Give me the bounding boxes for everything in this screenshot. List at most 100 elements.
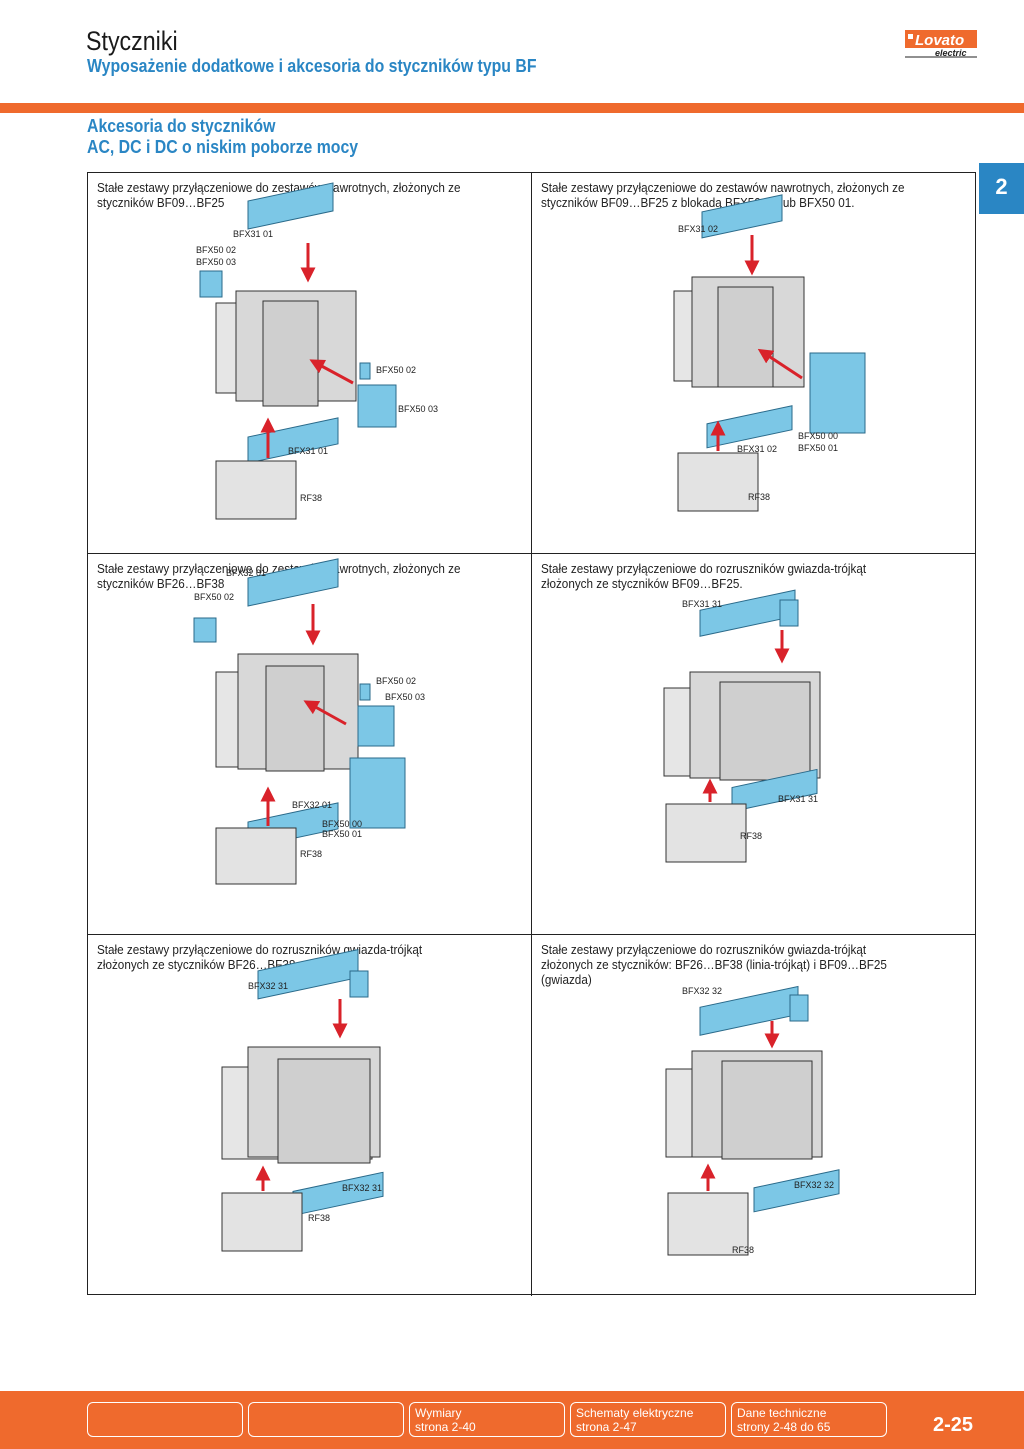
arrow-mark bbox=[303, 700, 347, 726]
label-bottom: BFX31 01 bbox=[288, 446, 328, 456]
interlock-clip bbox=[359, 683, 371, 701]
svg-text:electric: electric bbox=[935, 48, 967, 58]
interlock-block bbox=[349, 757, 406, 829]
footer-link-dimensions[interactable]: Wymiary strona 2-40 bbox=[409, 1402, 565, 1437]
label-left-2: BFX50 03 bbox=[196, 257, 236, 267]
connection-bar-top bbox=[257, 949, 359, 1000]
page-number: 2-25 bbox=[933, 1414, 974, 1436]
grid-cell-2: Stałe zestawy przyłączeniowe do zestawów… bbox=[532, 173, 976, 554]
label-relay: RF38 bbox=[300, 493, 322, 503]
contactor-block bbox=[719, 681, 811, 781]
cell-caption: Stałe zestawy przyłączeniowe do rozruszn… bbox=[541, 561, 867, 591]
interlock-bracket bbox=[193, 617, 217, 643]
grid-cell-3: Stałe zestawy przyłączeniowe do zestawów… bbox=[88, 554, 532, 935]
page-title: Styczniki bbox=[86, 26, 178, 56]
overload-relay bbox=[667, 1192, 749, 1256]
connection-bar-top bbox=[247, 558, 339, 607]
label-left-1: BFX50 02 bbox=[194, 592, 234, 602]
lovato-logo: Lovato electric bbox=[905, 30, 977, 58]
footer-link-title: Wymiary bbox=[415, 1406, 462, 1420]
overload-relay bbox=[665, 803, 747, 863]
connection-bar-bottom bbox=[292, 1171, 384, 1217]
bridge-link bbox=[779, 599, 799, 627]
label-relay: RF38 bbox=[748, 492, 770, 502]
label-top: BFX31 02 bbox=[678, 224, 718, 234]
mechanical-interlock bbox=[357, 384, 397, 428]
reversing-kit-illustration: BFX31 01 BFX50 02 BFX50 03 BFX50 02 BFX5… bbox=[196, 182, 438, 520]
cell-caption: Stałe zestawy przyłączeniowe do zestawów… bbox=[97, 180, 461, 210]
grid-cell-6: Stałe zestawy przyłączeniowe do rozruszn… bbox=[532, 935, 976, 1296]
connection-bar-top bbox=[247, 182, 334, 230]
label-top: BFX32 32 bbox=[682, 986, 722, 996]
grid-cell-4: Stałe zestawy przyłączeniowe do rozruszn… bbox=[532, 554, 976, 935]
svg-text:Lovato: Lovato bbox=[915, 32, 964, 49]
label-left-1: BFX50 02 bbox=[196, 245, 236, 255]
interlock-bracket bbox=[199, 270, 223, 298]
footer-link-wiring-diagrams[interactable]: Schematy elektryczne strona 2-47 bbox=[570, 1402, 726, 1437]
grid-cell-5: Stałe zestawy przyłączeniowe do rozruszn… bbox=[88, 935, 532, 1296]
reversing-kit-with-interlock-illustration: BFX31 02 BFX31 02 BFX50 00 BFX50 01 RF38 bbox=[673, 194, 866, 512]
footer-link-empty-1[interactable] bbox=[87, 1402, 243, 1437]
contactor-block bbox=[265, 665, 325, 772]
interlock-block bbox=[809, 352, 866, 434]
reversing-kit-large-illustration: BFX32 01 BFX50 02 BFX50 02 BFX50 03 BFX3… bbox=[193, 558, 425, 885]
bridge-link bbox=[349, 970, 369, 998]
connection-bar-bottom bbox=[247, 417, 339, 464]
label-relay: RF38 bbox=[300, 849, 322, 859]
label-side-2: BFX50 03 bbox=[398, 404, 438, 414]
label-top: BFX31 31 bbox=[682, 599, 722, 609]
star-delta-kit-illustration: BFX31 31 BFX31 31 RF38 bbox=[663, 589, 821, 863]
connection-bar-top bbox=[701, 194, 783, 239]
label-relay: RF38 bbox=[732, 1245, 754, 1255]
arrow-mark bbox=[309, 359, 354, 385]
contactor-block bbox=[262, 300, 319, 407]
section-heading-line-2: AC, DC i DC o niskim poborze mocy bbox=[87, 137, 359, 157]
label-relay: RF38 bbox=[308, 1213, 330, 1223]
overload-relay bbox=[221, 1192, 303, 1252]
header-band bbox=[0, 103, 1024, 113]
label-side-1: BFX50 02 bbox=[376, 365, 416, 375]
footer-link-title: Dane techniczne bbox=[737, 1406, 827, 1420]
footer-link-technical-data[interactable]: Dane techniczne strony 2-48 do 65 bbox=[731, 1402, 887, 1437]
label-bottom: BFX32 32 bbox=[794, 1180, 834, 1190]
cell-caption: Stałe zestawy przyłączeniowe do rozruszn… bbox=[541, 942, 887, 987]
mechanical-interlock bbox=[357, 705, 395, 747]
grid-cell-1: Stałe zestawy przyłączeniowe do zestawów… bbox=[88, 173, 532, 554]
contactor-block bbox=[717, 286, 774, 388]
connection-bar-bottom bbox=[753, 1169, 840, 1213]
contactor-block bbox=[721, 1060, 813, 1160]
footer-band bbox=[0, 1391, 1024, 1449]
footer-link-title: Schematy elektryczne bbox=[576, 1406, 694, 1420]
footer-link-page: strony 2-48 do 65 bbox=[737, 1420, 831, 1434]
label-top: BFX31 01 bbox=[233, 229, 273, 239]
star-delta-kit-mixed-illustration: BFX32 32 BFX32 32 RF38 bbox=[665, 985, 840, 1256]
section-heading: Akcesoria do styczników AC, DC i DC o ni… bbox=[87, 116, 358, 158]
label-top: BFX32 01 bbox=[226, 568, 266, 578]
star-delta-kit-large-illustration: BFX32 31 BFX32 31 RF38 bbox=[221, 949, 384, 1252]
label-top: BFX32 31 bbox=[248, 981, 288, 991]
overload-relay bbox=[215, 827, 297, 885]
label-block-2: BFX50 01 bbox=[322, 829, 362, 839]
label-side-2: BFX50 03 bbox=[385, 692, 425, 702]
bridge-link bbox=[789, 994, 809, 1022]
accessories-grid: Stałe zestawy przyłączeniowe do zestawów… bbox=[87, 172, 976, 1296]
overload-relay bbox=[215, 460, 297, 520]
connection-bar-bottom bbox=[731, 768, 818, 813]
label-bottom: BFX31 31 bbox=[778, 794, 818, 804]
footer-link-empty-2[interactable] bbox=[248, 1402, 404, 1437]
footer-link-page: strona 2-40 bbox=[415, 1420, 476, 1434]
label-bottom: BFX32 01 bbox=[292, 800, 332, 810]
connection-bar-bottom bbox=[706, 405, 793, 449]
label-side-1: BFX50 02 bbox=[376, 676, 416, 686]
label-bottom: BFX32 31 bbox=[342, 1183, 382, 1193]
chapter-tab[interactable]: 2 bbox=[979, 163, 1024, 211]
footer-link-page: strona 2-47 bbox=[576, 1420, 637, 1434]
chapter-tab-line bbox=[979, 211, 1024, 214]
section-heading-line-1: Akcesoria do styczników bbox=[87, 116, 276, 136]
label-side-2: BFX50 01 bbox=[798, 443, 838, 453]
label-bottom: BFX31 02 bbox=[737, 444, 777, 454]
cell-caption: Stałe zestawy przyłączeniowe do zestawów… bbox=[97, 561, 461, 591]
interlock-clip bbox=[359, 362, 371, 380]
label-block-1: BFX50 00 bbox=[322, 819, 362, 829]
contactor-block bbox=[277, 1058, 371, 1164]
